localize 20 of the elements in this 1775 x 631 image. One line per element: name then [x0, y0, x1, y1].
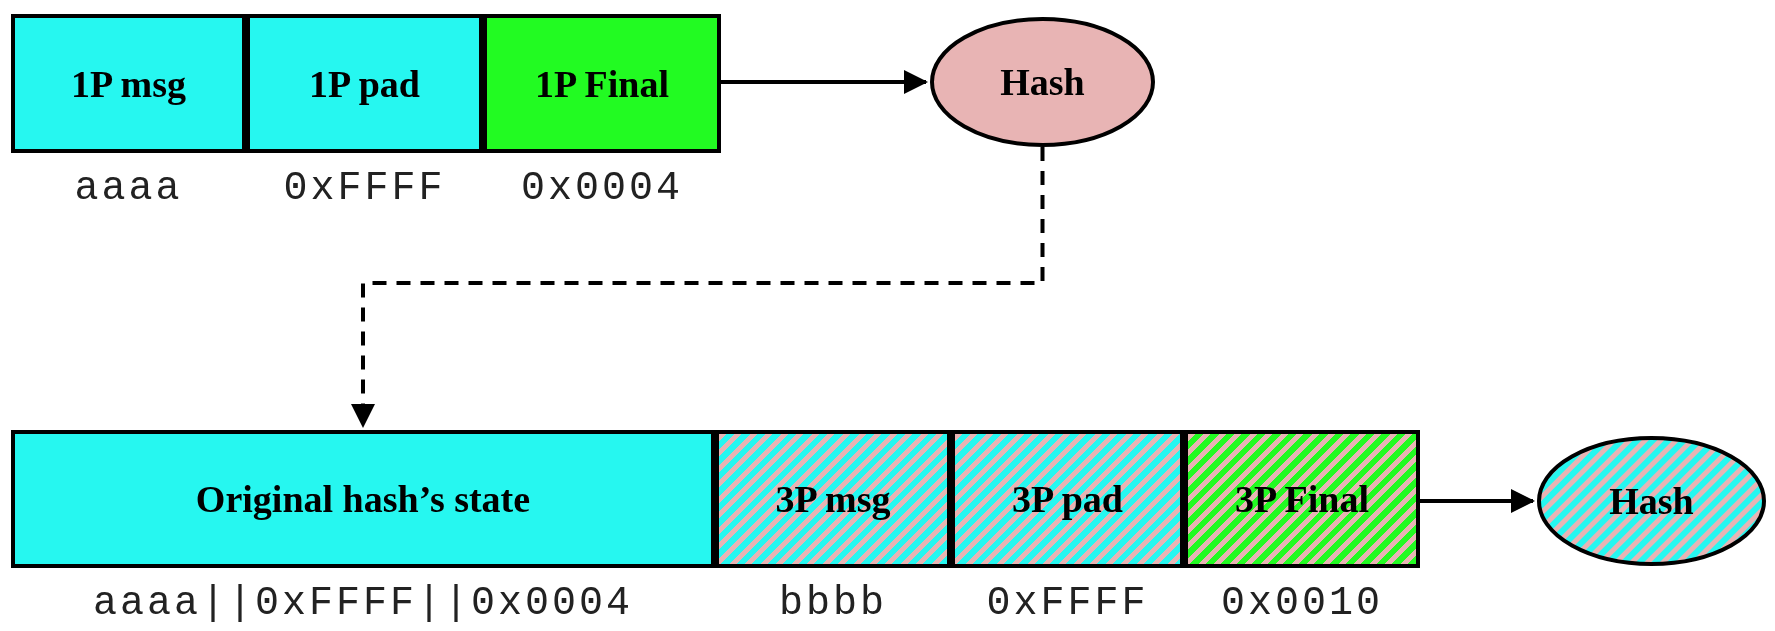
block-label: 1P pad	[309, 64, 420, 103]
value-label: aaaa	[73, 169, 184, 209]
block-label: 1P Final	[534, 64, 670, 103]
hash-ellipse	[930, 17, 1155, 147]
block-box	[11, 14, 246, 153]
arrow	[1420, 489, 1535, 513]
value-label: 0xFFFF	[985, 584, 1150, 624]
block-label: Hash	[1000, 63, 1085, 101]
block-box	[11, 430, 715, 568]
block-label: Original hash’s state	[195, 480, 531, 518]
hash-ellipse	[1537, 436, 1766, 566]
value-label: 0xFFFF	[282, 169, 447, 209]
value-label: aaaa||0xFFFF||0x0004	[91, 584, 635, 624]
arrow	[721, 70, 928, 94]
arrow	[351, 147, 1045, 428]
value-label: 0x0010	[1220, 584, 1384, 624]
value-label: 0x0004	[520, 169, 684, 209]
block-label: 1P msg	[70, 64, 187, 103]
value-label: bbbb	[778, 584, 888, 624]
block-box	[483, 14, 721, 153]
